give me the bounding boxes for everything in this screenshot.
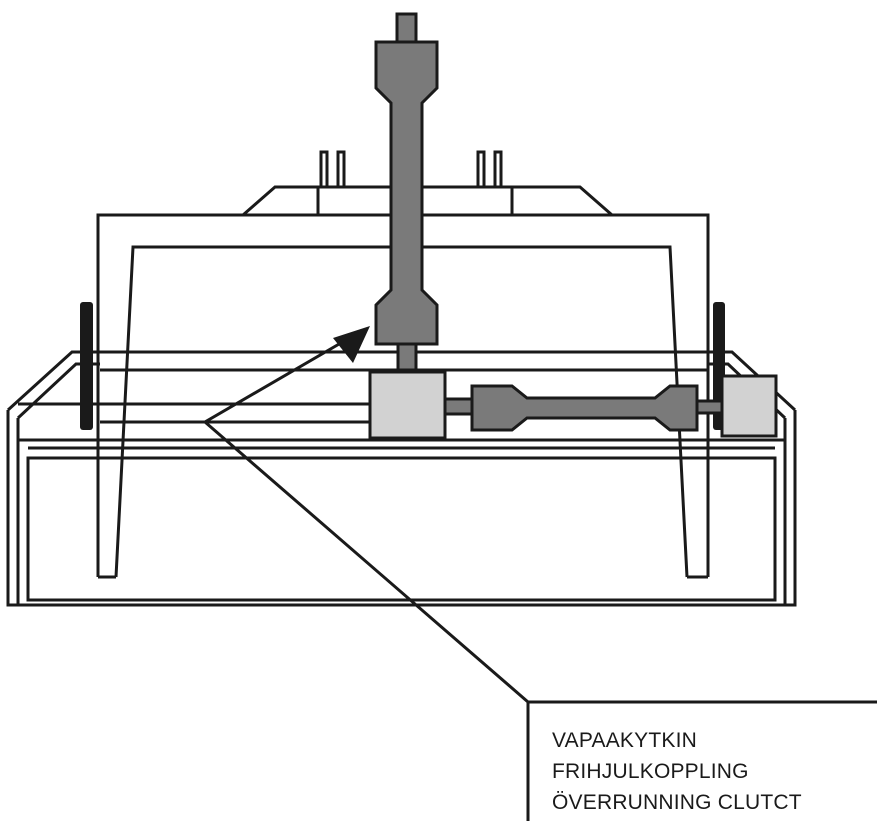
overrunning-clutch-housing (720, 374, 778, 438)
horizontal-shaft-stub-right (695, 399, 724, 415)
stud-left-1 (319, 150, 329, 189)
chassis-outer (6, 410, 797, 607)
callout-line-swedish: FRIHJULKOPPLING (552, 760, 749, 783)
callout-leader-line (202, 338, 877, 704)
vertical-shaft-body (374, 40, 439, 346)
top-cover-plate (242, 185, 613, 217)
horizontal-shaft-stub-left (443, 397, 474, 416)
callout-line-finnish: VAPAAKYTKIN (552, 729, 697, 752)
vertical-shaft-stub (396, 342, 418, 372)
stud-right-2 (493, 150, 503, 189)
callout-line-english: ÖVERRUNNING CLUTCT (552, 791, 802, 814)
stud-right-1 (476, 150, 486, 189)
callout-label: VAPAAKYTKIN FRIHJULKOPPLING ÖVERRUNNING … (552, 725, 802, 818)
vertical-shaft-tip (395, 12, 418, 44)
chassis-floor (26, 456, 777, 602)
horizontal-shaft-body (470, 384, 699, 432)
callout-arrowhead (333, 326, 370, 363)
left-wheel (80, 302, 93, 430)
stud-left-2 (336, 150, 346, 189)
gearbox-housing (368, 370, 447, 440)
